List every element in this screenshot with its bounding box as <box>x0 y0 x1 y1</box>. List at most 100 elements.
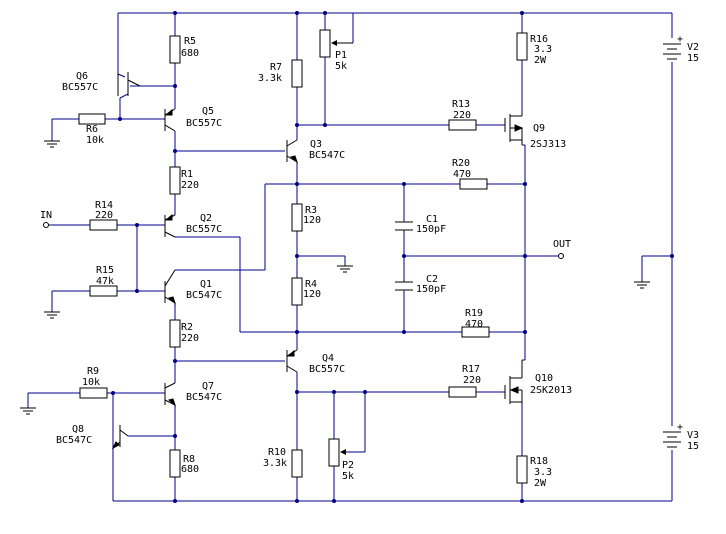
label-q4-part: BC557C <box>309 364 345 375</box>
label-r5-value: 680 <box>181 48 199 59</box>
junction-dots <box>111 11 674 503</box>
label-v2-ref: V2 <box>687 42 699 53</box>
junction-dot <box>135 289 139 293</box>
label-q7-ref: Q7 <box>202 381 214 392</box>
label-r20-value: 470 <box>453 169 471 180</box>
label-r1-value: 220 <box>181 180 199 191</box>
transistor-q7-symbol <box>164 382 177 407</box>
battery-v2-symbol: + <box>663 34 683 62</box>
label-p1-value: 5k <box>335 61 347 72</box>
resistor-r4-body <box>291 277 303 306</box>
resistor-r8-body <box>169 449 181 478</box>
resistor-r19-body <box>461 326 490 338</box>
label-r4-ref: R4 <box>305 279 317 290</box>
resistor-r18-body <box>516 455 528 484</box>
ground-symbol <box>44 140 60 148</box>
label-q9-ref: Q9 <box>533 123 545 134</box>
potentiometer-p1-body <box>319 29 331 58</box>
potentiometer-p1-arrow <box>331 40 337 46</box>
label-r6-value: 10k <box>86 135 104 146</box>
label-v3-value: 15 <box>687 441 699 452</box>
transistor-q4-symbol <box>286 349 298 373</box>
resistor-r16-body <box>516 32 528 61</box>
input-port-terminal[interactable] <box>43 222 49 228</box>
junction-dot <box>523 254 527 258</box>
label-r8-value: 680 <box>181 464 199 475</box>
label-c1-ref: C1 <box>426 214 438 225</box>
potentiometer-p2-arrow <box>340 449 346 455</box>
output-port-terminal[interactable] <box>558 253 564 259</box>
junction-dot <box>323 11 327 15</box>
label-c1-value: 150pF <box>416 224 446 235</box>
label-p1-ref: P1 <box>335 50 347 61</box>
transistor-q5-symbol <box>164 108 176 132</box>
transistor-q9-symbol <box>504 112 524 145</box>
resistor-r17-body <box>448 386 477 398</box>
label-q7-part: BC547C <box>186 392 222 403</box>
junction-dot <box>118 117 122 121</box>
label-r8-ref: R8 <box>183 454 195 465</box>
junction-dot <box>173 11 177 15</box>
transistor-q10-symbol <box>504 360 523 404</box>
junction-dot <box>173 499 177 503</box>
junction-dot <box>173 84 177 88</box>
label-r15-value: 47k <box>96 276 114 287</box>
label-r10-value: 3.3k <box>263 458 287 469</box>
label-q2-ref: Q2 <box>200 213 212 224</box>
label-q5-part: BC557C <box>186 118 222 129</box>
junction-dot <box>523 330 527 334</box>
svg-text:+: + <box>677 422 683 433</box>
transistor-q2-symbol <box>164 213 176 238</box>
junction-dot <box>402 254 406 258</box>
junction-dot <box>295 390 299 394</box>
transistors <box>111 72 524 450</box>
label-r9-ref: R9 <box>87 366 99 377</box>
resistor-r15-body <box>89 285 118 297</box>
label-q1-ref: Q1 <box>200 279 212 290</box>
label-output: OUT <box>553 239 571 250</box>
junction-dot <box>520 11 524 15</box>
potentiometer-p2-body <box>328 438 340 467</box>
junction-dot <box>173 434 177 438</box>
grounds <box>20 140 650 415</box>
transistor-q1-symbol <box>164 269 177 305</box>
battery-v3-symbol: + <box>663 422 683 450</box>
label-q5-ref: Q5 <box>202 106 214 117</box>
resistor-r20-body <box>459 178 488 190</box>
label-q6-ref: Q6 <box>76 71 88 82</box>
resistor-r9-body <box>79 387 108 399</box>
junction-dot <box>363 390 367 394</box>
label-r16-rating: 2W <box>534 55 547 66</box>
transistor-q6-symbol <box>117 72 141 96</box>
wires <box>27 12 673 502</box>
label-q2-part: BC557C <box>186 224 222 235</box>
label-v2-value: 15 <box>687 53 699 64</box>
label-r17-value: 220 <box>463 375 481 386</box>
ground-symbol <box>44 311 60 319</box>
label-r14-value: 220 <box>95 210 113 221</box>
label-p2-ref: P2 <box>342 460 354 471</box>
junction-dot <box>173 149 177 153</box>
label-q8-part: BC547C <box>56 435 92 446</box>
label-q1-part: BC547C <box>186 290 222 301</box>
label-q4-ref: Q4 <box>322 353 334 364</box>
label-q3-ref: Q3 <box>310 139 322 150</box>
svg-text:+: + <box>677 34 683 45</box>
labels: R5 680 Q6 BC557C Q5 BC557C R6 10k R1 220… <box>40 34 699 489</box>
junction-dot <box>135 223 139 227</box>
resistor-r13-body <box>448 119 477 131</box>
capacitors <box>395 221 413 291</box>
resistor-r1-body <box>169 166 181 195</box>
label-r13-ref: R13 <box>452 99 470 110</box>
label-r6-ref: R6 <box>86 124 98 135</box>
label-r3-ref: R3 <box>305 205 317 216</box>
junction-dot <box>295 254 299 258</box>
resistor-r6-body <box>78 113 106 125</box>
resistor-r3-body <box>291 203 303 232</box>
resistors <box>78 29 528 484</box>
label-r7-value: 3.3k <box>258 73 282 84</box>
label-r16-ref: R16 <box>530 34 548 45</box>
label-c2-value: 150pF <box>416 284 446 295</box>
label-r14-ref: R14 <box>95 200 113 211</box>
